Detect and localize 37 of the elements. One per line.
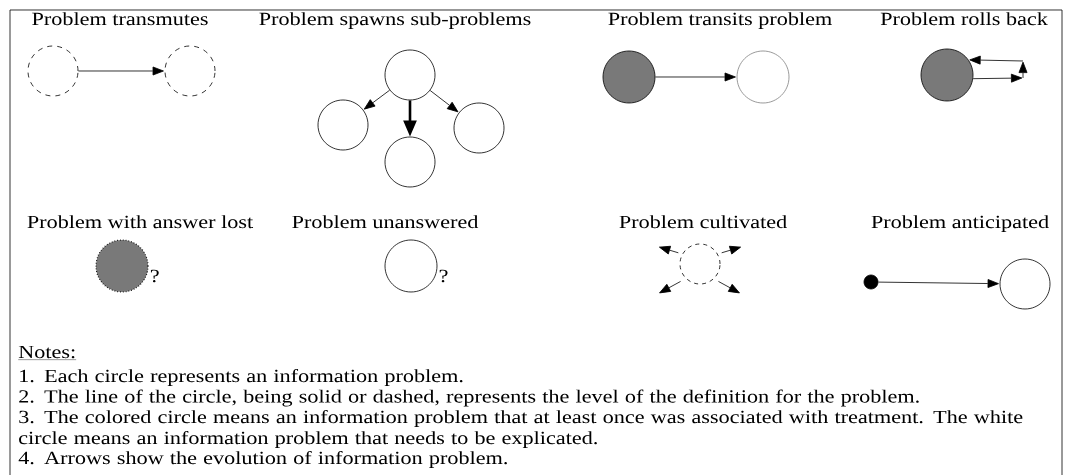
heading: Problem unanswered <box>292 215 479 229</box>
heading: Problem transits problem <box>608 12 832 29</box>
heading: Problem rolls back <box>880 12 1048 26</box>
arrow <box>718 281 740 294</box>
arrow <box>363 89 391 110</box>
arrow <box>969 55 1028 83</box>
arrow <box>78 66 164 76</box>
circle <box>920 48 974 102</box>
heading: Problem anticipated <box>871 215 1049 232</box>
circle <box>679 243 721 285</box>
note: 1. Each circle represents an information problem. <box>20 368 463 386</box>
circle <box>27 45 79 97</box>
heading: Problem transmutes <box>32 12 208 26</box>
question-mark: ? <box>439 269 448 283</box>
arrow <box>659 245 679 255</box>
circle <box>453 102 505 154</box>
question-mark: ? <box>150 269 159 283</box>
arrow <box>878 279 999 288</box>
circle <box>602 50 656 104</box>
circle <box>736 50 790 104</box>
note: 4. Arrows show the evolution of information problem. <box>18 450 507 468</box>
notes-heading: Notes: <box>18 345 77 360</box>
arrow <box>655 72 736 82</box>
circle <box>863 274 879 290</box>
note: 3. The colored circle means an information problem that at least once was associated with treatment. The white circle means an information problem that needs to be explicated. <box>19 409 1023 448</box>
circle <box>384 49 436 101</box>
note: 2. The line of the circle, being solid or dashed, represents the level of the definition for the problem. <box>19 389 919 407</box>
circle <box>384 136 436 188</box>
heading: Problem spawns sub-problems <box>259 12 531 29</box>
arrow <box>721 245 741 255</box>
circle <box>999 258 1051 310</box>
arrow <box>429 90 459 113</box>
circle <box>384 239 438 293</box>
circle <box>95 239 149 293</box>
circle <box>164 45 216 97</box>
circle <box>317 99 369 151</box>
arrow <box>659 281 681 294</box>
